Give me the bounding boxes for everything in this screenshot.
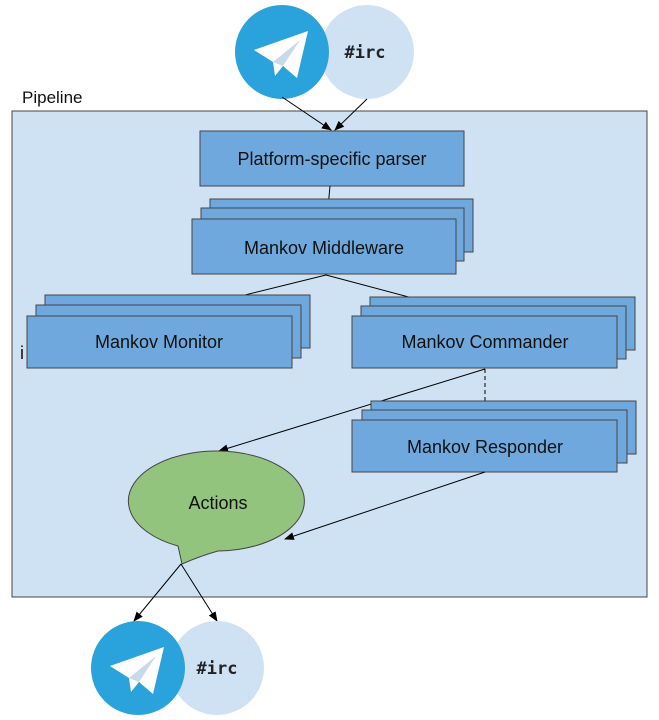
stray-mark: i bbox=[20, 343, 24, 363]
parser-node: Platform-specific parser bbox=[199, 130, 465, 187]
commander-label: Mankov Commander bbox=[401, 332, 568, 352]
irc-label: #irc bbox=[345, 43, 386, 63]
irc-circle bbox=[320, 5, 414, 99]
monitor-label: Mankov Monitor bbox=[95, 332, 223, 352]
commander-node: Mankov Commander bbox=[351, 296, 636, 369]
arrow-commander-to-actions bbox=[218, 368, 486, 453]
arrow-irc-to-parser bbox=[334, 98, 368, 131]
responder-node: Mankov Responder bbox=[351, 400, 637, 473]
arrow-responder-to-actions bbox=[284, 471, 486, 540]
output-icons: #irc bbox=[91, 621, 264, 715]
arrow-actions-to-irc bbox=[180, 563, 218, 622]
responder-label: Mankov Responder bbox=[407, 437, 563, 457]
arrow-actions-to-telegram bbox=[133, 563, 182, 622]
parser-label: Platform-specific parser bbox=[237, 149, 426, 169]
pipeline-label: Pipeline bbox=[22, 88, 83, 107]
telegram-icon bbox=[91, 621, 185, 715]
middleware-label: Mankov Middleware bbox=[244, 238, 404, 258]
monitor-node: Mankov Monitor bbox=[26, 294, 311, 369]
actions-label: Actions bbox=[188, 493, 247, 513]
telegram-icon bbox=[235, 5, 329, 99]
arrow-telegram-to-parser bbox=[281, 96, 332, 131]
actions-node: Actions bbox=[127, 450, 305, 565]
input-icons: #irc bbox=[235, 5, 414, 99]
irc-label: #irc bbox=[197, 659, 238, 679]
irc-circle bbox=[170, 621, 264, 715]
middleware-node: Mankov Middleware bbox=[191, 198, 474, 275]
